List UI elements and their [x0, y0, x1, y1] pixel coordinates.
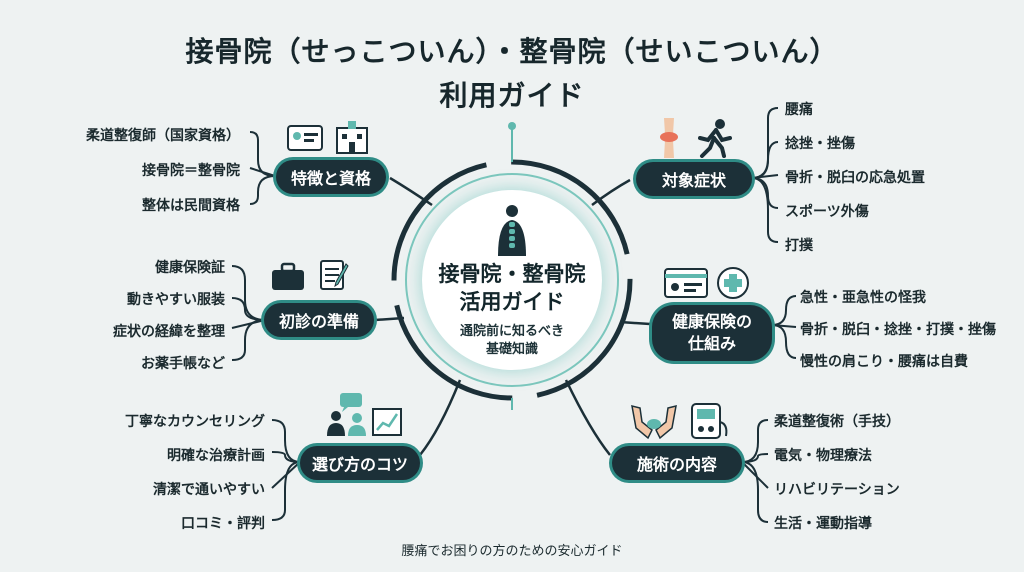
- electrotherapy-device-icon: [691, 403, 728, 439]
- treatment-item: 柔道整復術（手技）: [774, 414, 900, 430]
- first-visit-item: 動きやすい服装: [127, 292, 225, 308]
- features-node[interactable]: 特徴と資格: [276, 160, 386, 194]
- symptoms-node[interactable]: 対象症状: [636, 162, 752, 196]
- first-visit-node[interactable]: 初診の準備: [264, 303, 374, 337]
- briefcase-icon: [272, 262, 304, 290]
- insurance-node-label-line2: 仕組み: [687, 334, 736, 353]
- footer-caption: 腰痛でお困りの方のための安心ガイド: [401, 544, 623, 559]
- symptoms-item: 骨折・脱臼の応急処置: [785, 170, 925, 186]
- features-item: 接骨院＝整骨院: [142, 163, 240, 179]
- choosing-item: 清潔で通いやすい: [153, 482, 265, 498]
- choosing-item: 丁寧なカウンセリング: [125, 414, 265, 430]
- spine-icon: [498, 205, 526, 256]
- insurance-item: 急性・亜急性の怪我: [800, 290, 926, 306]
- center-subtitle-line2: 基礎知識: [485, 342, 538, 357]
- symptoms-item: 打撲: [785, 238, 813, 254]
- symptoms-item: スポーツ外傷: [785, 204, 869, 220]
- caring-hands-icon: [631, 404, 677, 440]
- center-subtitle-line1: 通院前に知るべき: [459, 324, 564, 339]
- first-visit-item: 症状の経緯を整理: [113, 324, 225, 340]
- insurance-item: 慢性の肩こり・腰痛は自費: [800, 354, 968, 370]
- page-title-line1: 接骨院（せっこついん）・整骨院（せいこついん）: [185, 35, 839, 68]
- center-title-line1: 接骨院・整骨院: [438, 262, 586, 286]
- insurance-item: 骨折・脱臼・捻挫・打撲・挫傷: [800, 322, 996, 338]
- symptoms-item: 腰痛: [785, 102, 813, 118]
- features-item: 整体は民間資格: [142, 198, 240, 214]
- treatment-item: 電気・物理療法: [774, 448, 872, 464]
- id-card-icon: [287, 125, 323, 151]
- treatment-item: リハビリテーション: [774, 482, 900, 498]
- first-visit-item: お薬手帳など: [141, 356, 225, 372]
- growth-chart-icon: [372, 408, 402, 436]
- choosing-item: 口コミ・評判: [181, 516, 265, 532]
- center-hub: 接骨院・整骨院 活用ガイド 通院前に知るべき 基礎知識: [422, 190, 602, 370]
- choosing-item: 明確な治療計画: [167, 448, 265, 464]
- treatment-node[interactable]: 施術の内容: [612, 446, 742, 480]
- runner-icon: [698, 119, 732, 158]
- document-pen-icon: [320, 260, 349, 290]
- knee-joint-icon: [660, 118, 678, 158]
- center-title-line2: 活用ガイド: [459, 290, 565, 314]
- clinic-building-icon: [336, 121, 368, 154]
- insurance-node-label-line1: 健康保険の: [671, 312, 752, 331]
- treatment-item: 生活・運動指導: [774, 516, 872, 532]
- insurance-card-icon: [664, 268, 708, 298]
- consultation-icon: [327, 393, 366, 436]
- first-visit-item: 健康保険証: [155, 260, 225, 276]
- medical-cross-icon: [717, 267, 749, 299]
- features-item: 柔道整復師（国家資格）: [86, 128, 240, 144]
- page-title-line2: 利用ガイド: [439, 79, 585, 112]
- symptoms-item: 捻挫・挫傷: [785, 136, 855, 152]
- insurance-node[interactable]: 健康保険の 仕組み: [652, 305, 772, 361]
- choosing-node[interactable]: 選び方のコツ: [300, 446, 420, 480]
